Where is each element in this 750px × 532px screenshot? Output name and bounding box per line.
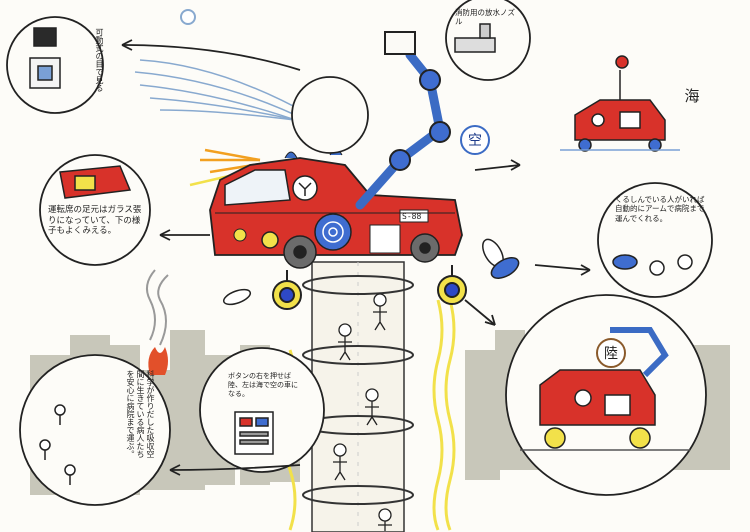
button-panel-drawing [234,411,274,455]
note-building: 科学が作りだした吸収空間に生きている病人たちを安心に病院まで運ぶ。 [126,370,155,458]
callout-building-circle [19,354,171,506]
wheel-gears [261,231,440,269]
sea-vehicle [560,55,680,152]
cockpit-drawing [59,165,132,199]
nozzle-drawing [454,23,496,53]
badge-circles [460,125,626,368]
callout-arm-robot-circle [291,76,369,154]
robot-drawing [29,27,61,89]
note-cockpit: 運転席の足元はガラス張りになっていて、下の様子もよくみえる。 [48,205,142,237]
badge-sky: 空 [468,133,482,149]
robot-arm [355,31,451,210]
note-robot: 可動式の目で見る [95,28,104,92]
tower [311,261,405,532]
note-button: ボタンの右を押せば陸、左は海で空の車になる。 [228,372,298,398]
wheels [272,265,467,310]
building-interior-drawing [39,404,76,485]
note-nozzle: 消防用の放水ノズル [455,8,515,27]
land-badge-circle [596,338,626,368]
people-in-tower [333,293,392,531]
arrows [121,39,591,476]
water-drops [180,9,196,25]
note-rescue: くるしんでいる人がいれば自動的にアームで病院まで運んでくれる。 [615,195,705,223]
sky-badge-circle [460,125,490,155]
callout-button-circle [199,347,325,473]
rescue-drawing [612,254,693,276]
smoke [145,269,169,346]
fire [148,347,168,375]
water-spray [134,59,311,126]
badge-sea: 海 [684,87,699,105]
land-vehicle-drawing [520,327,690,451]
callout-circles [6,0,713,506]
propellers [222,238,520,306]
badge-land: 陸 [604,346,618,362]
vehicle-plate: S-88 [402,212,421,221]
